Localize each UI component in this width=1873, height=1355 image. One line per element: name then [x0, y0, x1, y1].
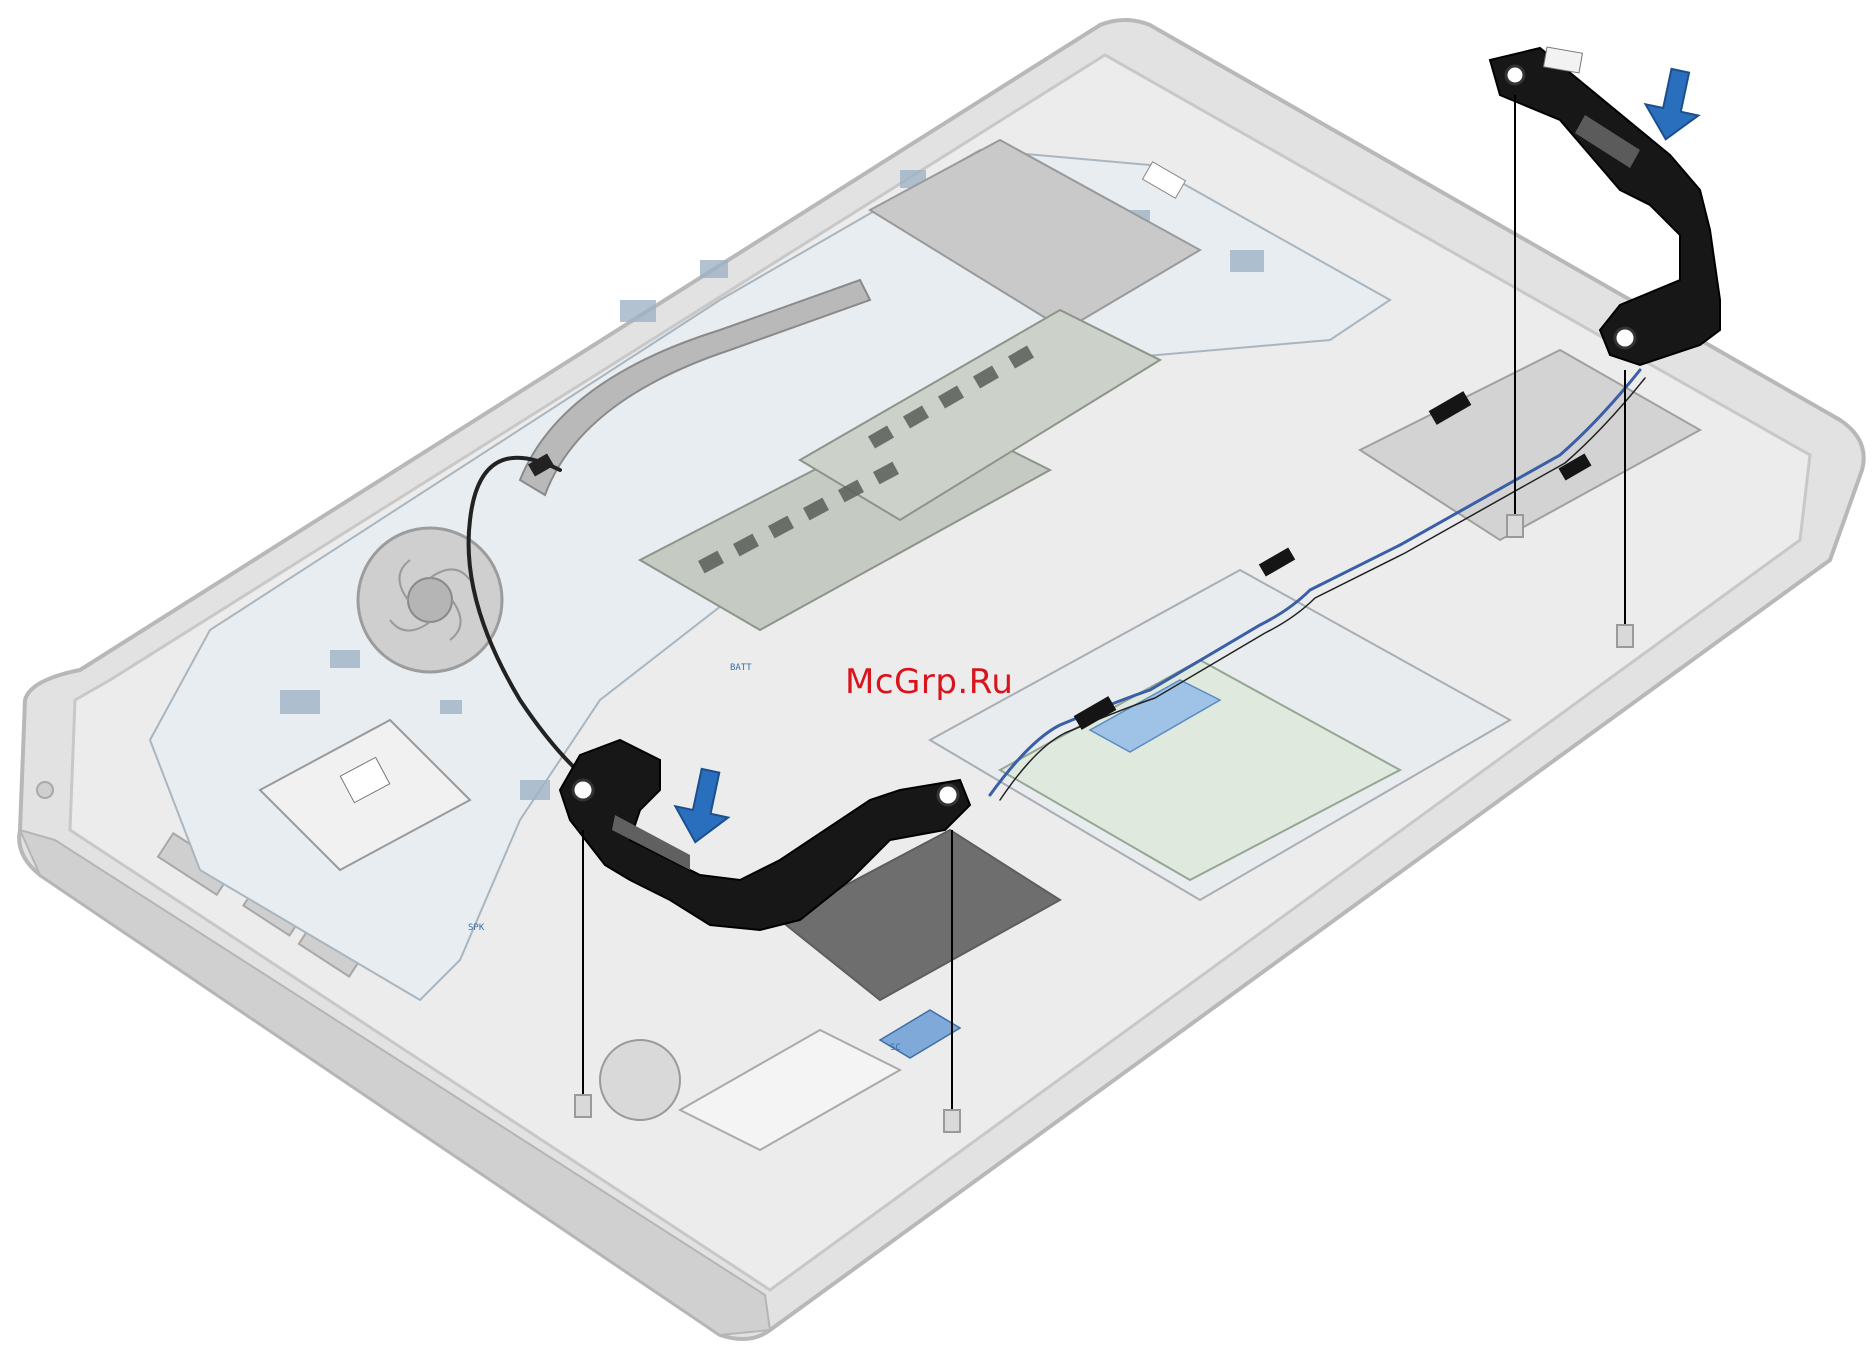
screw-hole-icon [1615, 328, 1635, 348]
screw-hole-icon [1506, 66, 1524, 84]
board-label-sc: SC [890, 1043, 901, 1053]
standoff-post [1507, 515, 1523, 537]
watermark-text: McGrp.Ru [845, 662, 1013, 702]
screw-hole-icon [938, 785, 958, 805]
standoff-post [944, 1110, 960, 1132]
board-label-spk: SPK [468, 923, 485, 933]
board-label-batt: BATT [730, 663, 752, 673]
screw-hole-icon [573, 780, 593, 800]
standoff-post [575, 1095, 591, 1117]
down-arrow-icon [1639, 65, 1706, 145]
coin-cell-battery [600, 1040, 680, 1120]
standoff-post [1617, 625, 1633, 647]
